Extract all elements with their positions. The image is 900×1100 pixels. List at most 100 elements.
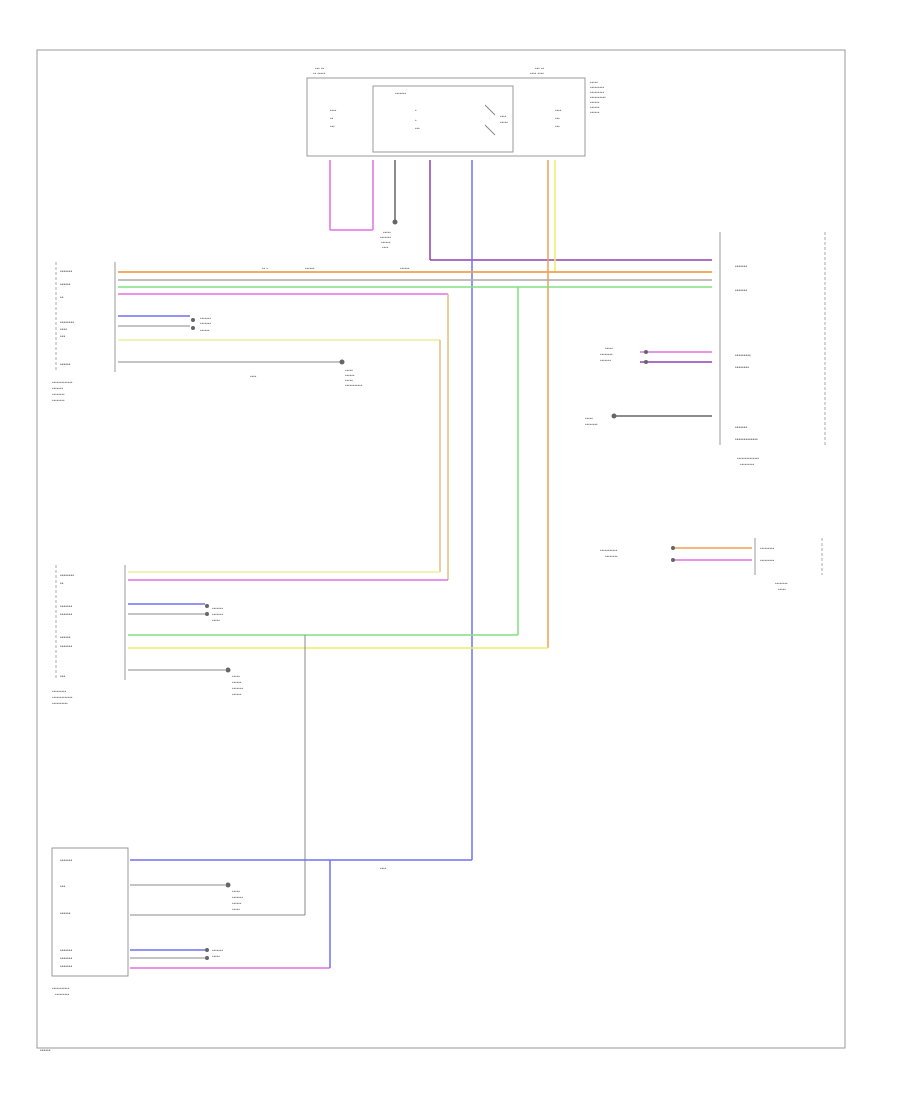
svg-text:••••••: ••••••: [60, 635, 71, 641]
svg-text:••••••: ••••••: [60, 282, 71, 288]
svg-text:••••••••••: ••••••••••: [52, 701, 68, 706]
svg-text:•• •: •• •: [262, 266, 268, 271]
svg-text:•••: •••: [60, 334, 66, 340]
svg-text:•••••••: •••••••: [212, 606, 223, 611]
svg-text:•••••••: •••••••: [60, 604, 73, 610]
svg-text:•••••••: •••••••: [60, 956, 73, 962]
svg-text:•••••••: •••••••: [60, 858, 73, 864]
svg-text:••••••••: ••••••••: [52, 398, 65, 403]
svg-text:••••••••••: ••••••••••: [590, 95, 606, 100]
svg-text:•••••••••••: •••••••••••: [52, 986, 70, 991]
svg-text:•••••: •••••: [345, 368, 353, 373]
svg-text:•••••: •••••: [500, 120, 508, 125]
svg-text:•••••••: •••••••: [200, 316, 211, 321]
svg-text:•••••••: •••••••: [60, 269, 73, 275]
svg-text:•••••••••: •••••••••: [52, 689, 67, 694]
svg-text:••••••••: ••••••••: [605, 554, 618, 559]
svg-text:•••••••: •••••••: [735, 288, 748, 294]
svg-text:••••••••: ••••••••: [585, 422, 598, 427]
svg-text:•••: •••: [555, 124, 560, 129]
svg-text:••••••••: ••••••••: [60, 320, 74, 326]
svg-text:•••••••••: •••••••••: [735, 353, 751, 359]
svg-text:••••••: ••••••: [590, 100, 600, 105]
transmission-control-module: •••••••• •• ••••••• ••••••• •••••• •••••…: [52, 565, 548, 915]
svg-text:••: ••: [60, 295, 64, 301]
svg-text:•••••••••: •••••••••: [760, 546, 775, 551]
svg-text:•••••••: •••••••: [232, 895, 243, 900]
svg-text:•••••••: •••••••: [60, 964, 73, 970]
svg-text:••••••: ••••••: [232, 680, 242, 685]
svg-text:•••: •••: [555, 116, 560, 121]
svg-text:•••••••: •••••••: [200, 321, 211, 326]
svg-text:••••••: ••••••: [232, 692, 242, 697]
svg-text:••••••••••••••: ••••••••••••••: [737, 456, 759, 461]
svg-text:•••••••: •••••••: [380, 235, 391, 240]
svg-text:••••••: ••••••: [381, 240, 391, 245]
svg-text:••••••••: ••••••••: [60, 573, 74, 579]
svg-text:••••••: ••••••: [590, 105, 600, 110]
svg-text:•••••: •••••: [605, 346, 613, 351]
svg-text:••••••: ••••••: [345, 373, 355, 378]
svg-text:••••: ••••: [555, 108, 562, 113]
svg-text:•••••••: •••••••: [735, 425, 748, 431]
svg-text:•••••••••: •••••••••: [760, 558, 775, 563]
svg-text:•••••••••: •••••••••: [590, 85, 605, 90]
svg-text:•••••••••••••: •••••••••••••: [735, 437, 758, 443]
svg-text:•: •: [415, 118, 417, 123]
svg-text:•••••: •••••: [345, 378, 353, 383]
svg-text:•••••: •••••: [212, 954, 220, 959]
svg-text:•••: •••: [330, 124, 335, 129]
svg-text:••••: ••••: [380, 866, 387, 871]
svg-text:•••••: •••••: [778, 587, 786, 592]
svg-text:•••••: •••••: [585, 416, 593, 421]
svg-text:•••••••: •••••••: [212, 948, 223, 953]
svg-text:••••••: ••••••: [200, 328, 210, 333]
svg-text:••••••: ••••••: [400, 266, 410, 271]
svg-text:•••••••••••••: •••••••••••••: [52, 695, 73, 700]
svg-text:•••••••: •••••••: [395, 91, 406, 96]
svg-text:•••••••: •••••••: [232, 686, 243, 691]
svg-text:•••••: •••••: [590, 80, 598, 85]
svg-text:•••••••: •••••••: [212, 612, 223, 617]
svg-text:••••••: ••••••: [590, 110, 600, 115]
svg-text:•• •••••: •• •••••: [313, 71, 326, 76]
svg-text:••• ••: ••• ••: [535, 66, 545, 71]
svg-text:••••••••: ••••••••: [735, 365, 749, 371]
svg-text:••: ••: [330, 116, 334, 121]
svg-text:••••: ••••: [382, 245, 389, 250]
svg-text:•••••••: •••••••: [52, 386, 63, 391]
svg-text:••••••: ••••••: [305, 266, 315, 271]
fuse-box: ••• •• •• ••••• ••• •• •••• •••• ••••• •…: [306, 66, 606, 157]
svg-text:•••••: •••••: [212, 618, 220, 623]
svg-text:••••••••: ••••••••: [52, 392, 65, 397]
svg-text:•: •: [415, 108, 417, 113]
svg-text:•••••••••••: •••••••••••: [345, 383, 363, 388]
svg-text:•••••: •••••: [383, 230, 391, 235]
svg-text:•••••: •••••: [232, 889, 240, 894]
svg-text:•••••••: •••••••: [60, 644, 73, 650]
svg-text:•••••••: •••••••: [60, 948, 73, 954]
svg-text:•••••: •••••: [232, 907, 240, 912]
transmission-shift-module: ••••••• •••••• •• •••••••• •••• ••• ••••…: [52, 262, 116, 403]
svg-text:••• ••: ••• ••: [315, 66, 325, 71]
instrument-cluster: ••••••••••• •••••••• ••••••••• •••••••••…: [600, 538, 823, 592]
svg-text:•••••••••: •••••••••: [55, 992, 70, 997]
svg-text:••••••••: ••••••••: [600, 352, 613, 357]
svg-text:••••: ••••: [330, 108, 337, 113]
svg-text:••••••: ••••••: [232, 901, 242, 906]
svg-text:•••••••••••: •••••••••••: [600, 548, 618, 553]
svg-text:•••••••••: •••••••••: [740, 462, 755, 467]
svg-text:•••: •••: [60, 884, 66, 890]
transfer-case-control-module: ••••••• ••• •••••• ••••••• ••••••• •••••…: [51, 847, 472, 997]
svg-text:••: ••: [60, 581, 64, 587]
svg-text:•••••••••: •••••••••: [590, 90, 605, 95]
svg-text:••••: ••••: [60, 327, 67, 333]
svg-text:•••: •••: [60, 674, 66, 680]
svg-text:•••••••••••••: •••••••••••••: [52, 380, 73, 385]
svg-text:••••••: ••••••: [60, 911, 71, 917]
svg-text:••••••••: ••••••••: [775, 581, 788, 586]
fuse-box-wires: ••••• ••••••• •••••• ••••: [329, 160, 712, 860]
svg-text:•••••••: •••••••: [600, 358, 611, 363]
svg-text:•••: •••: [415, 126, 420, 131]
